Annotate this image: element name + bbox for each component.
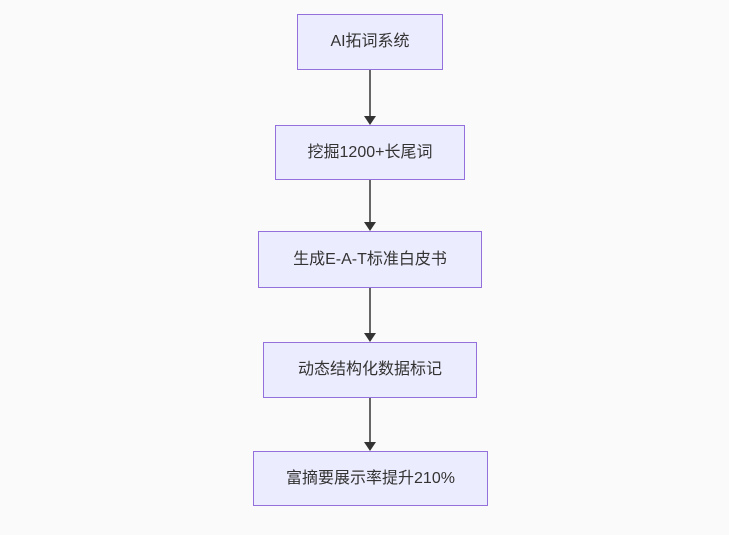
arrowhead-down-icon	[364, 116, 376, 125]
flow-node-eat-whitepaper: 生成E-A-T标准白皮书	[258, 231, 482, 288]
arrowhead-down-icon	[364, 333, 376, 342]
edge-n1-n2	[363, 70, 377, 125]
arrowhead-down-icon	[364, 442, 376, 451]
flow-node-longtail-keywords-label: 挖掘1200+长尾词	[307, 143, 433, 161]
edge-n4-n5	[363, 398, 377, 451]
flow-node-eat-whitepaper-label: 生成E-A-T标准白皮书	[293, 250, 447, 268]
flow-node-ai-system: AI拓词系统	[297, 14, 443, 70]
edge-line	[369, 288, 371, 334]
edge-line	[369, 70, 371, 117]
edge-n2-n3	[363, 180, 377, 231]
flow-node-longtail-keywords: 挖掘1200+长尾词	[275, 125, 465, 180]
flow-node-structured-data-label: 动态结构化数据标记	[297, 361, 442, 379]
edge-line	[369, 398, 371, 443]
flow-node-structured-data: 动态结构化数据标记	[263, 342, 477, 398]
flow-node-rich-snippet-result-label: 富摘要展示率提升210%	[286, 469, 455, 487]
flow-node-rich-snippet-result: 富摘要展示率提升210%	[253, 451, 488, 506]
arrowhead-down-icon	[364, 222, 376, 231]
edge-line	[369, 180, 371, 223]
flow-node-ai-system-label: AI拓词系统	[330, 33, 410, 51]
edge-n3-n4	[363, 288, 377, 342]
